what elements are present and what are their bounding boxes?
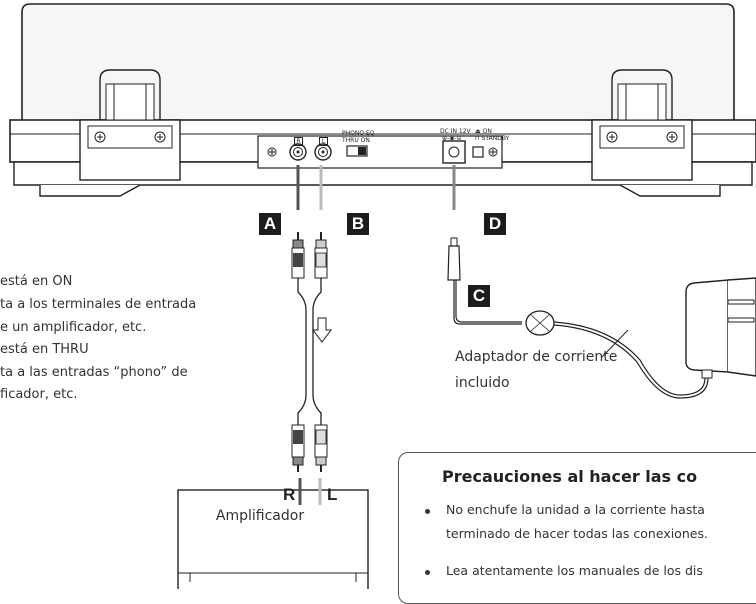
- callout-a: A: [259, 213, 281, 235]
- caution-bullet-1-line2: terminado de hacer todas las conexiones.: [446, 526, 708, 541]
- foot-left: [39, 184, 141, 197]
- callout-d: D: [484, 213, 506, 235]
- power-adapter: [685, 277, 756, 379]
- caution-bullet-2-line1: Lea atentamente los manuales de los dis: [446, 563, 703, 578]
- note-line-6: ficador, etc.: [0, 387, 78, 402]
- note-line-1: está en ON: [0, 274, 73, 289]
- bullet-2: [425, 570, 430, 575]
- amplifier-label: Amplificador: [215, 508, 305, 524]
- connection-diagram: A B D C R L PHONO EQ THRU ON DC IN 12V ⊕…: [0, 3, 756, 604]
- phono-eq-label: PHONO EQ: [342, 130, 375, 137]
- callout-c: C: [468, 285, 490, 307]
- foot-right: [619, 184, 721, 197]
- hinge-right: [591, 69, 693, 181]
- amp-input-l: L: [327, 485, 338, 504]
- caution-bullet-1-line1: No enchufe la unidad a la corriente hast…: [446, 502, 705, 517]
- adapter-label-line1: Adaptador de corriente: [455, 349, 618, 365]
- amp-input-r: R: [283, 485, 296, 504]
- adapter-label-line2: incluido: [455, 375, 510, 391]
- caution-title: Precauciones al hacer las co: [442, 467, 698, 486]
- adapter-leader: [601, 329, 629, 358]
- rca-cable: [291, 165, 332, 472]
- power-standby-text: STANDBY: [481, 135, 510, 142]
- note-line-5: ta a las entradas “phono” de: [0, 365, 188, 380]
- power-button: [472, 146, 484, 158]
- jack-l-label: L: [319, 137, 328, 146]
- direction-arrow: [312, 317, 332, 343]
- caution-box: [398, 452, 756, 604]
- bullet-1: [425, 509, 430, 514]
- hinge-left: [79, 69, 181, 181]
- standby-symbol-icon: ⊓: [475, 135, 480, 142]
- note-line-3: e un amplificador, etc.: [0, 320, 147, 335]
- phono-eq-positions: THRU ON: [342, 137, 370, 144]
- turntable-base: [13, 161, 753, 186]
- rca-jack-r: [289, 143, 307, 161]
- callout-b: B: [347, 213, 369, 235]
- rca-jack-l: [314, 143, 332, 161]
- amplifier-box: [177, 478, 369, 589]
- power-on-label: ⏏ ON: [475, 128, 492, 135]
- power-on-text: ON: [482, 128, 492, 135]
- on-symbol-icon: ⏏: [475, 128, 481, 135]
- power-cable: [447, 165, 709, 399]
- dc-polarity-icon: ⊕-◉-⊖: [442, 135, 462, 142]
- power-standby-label: ⊓ STANDBY: [475, 135, 509, 142]
- dc-in-label: DC IN 12V: [440, 128, 471, 135]
- jack-r-label: R: [294, 137, 303, 146]
- phono-eq-switch: [346, 145, 368, 157]
- note-line-2: ta a los terminales de entrada: [0, 297, 197, 312]
- note-line-4: está en THRU: [0, 342, 89, 357]
